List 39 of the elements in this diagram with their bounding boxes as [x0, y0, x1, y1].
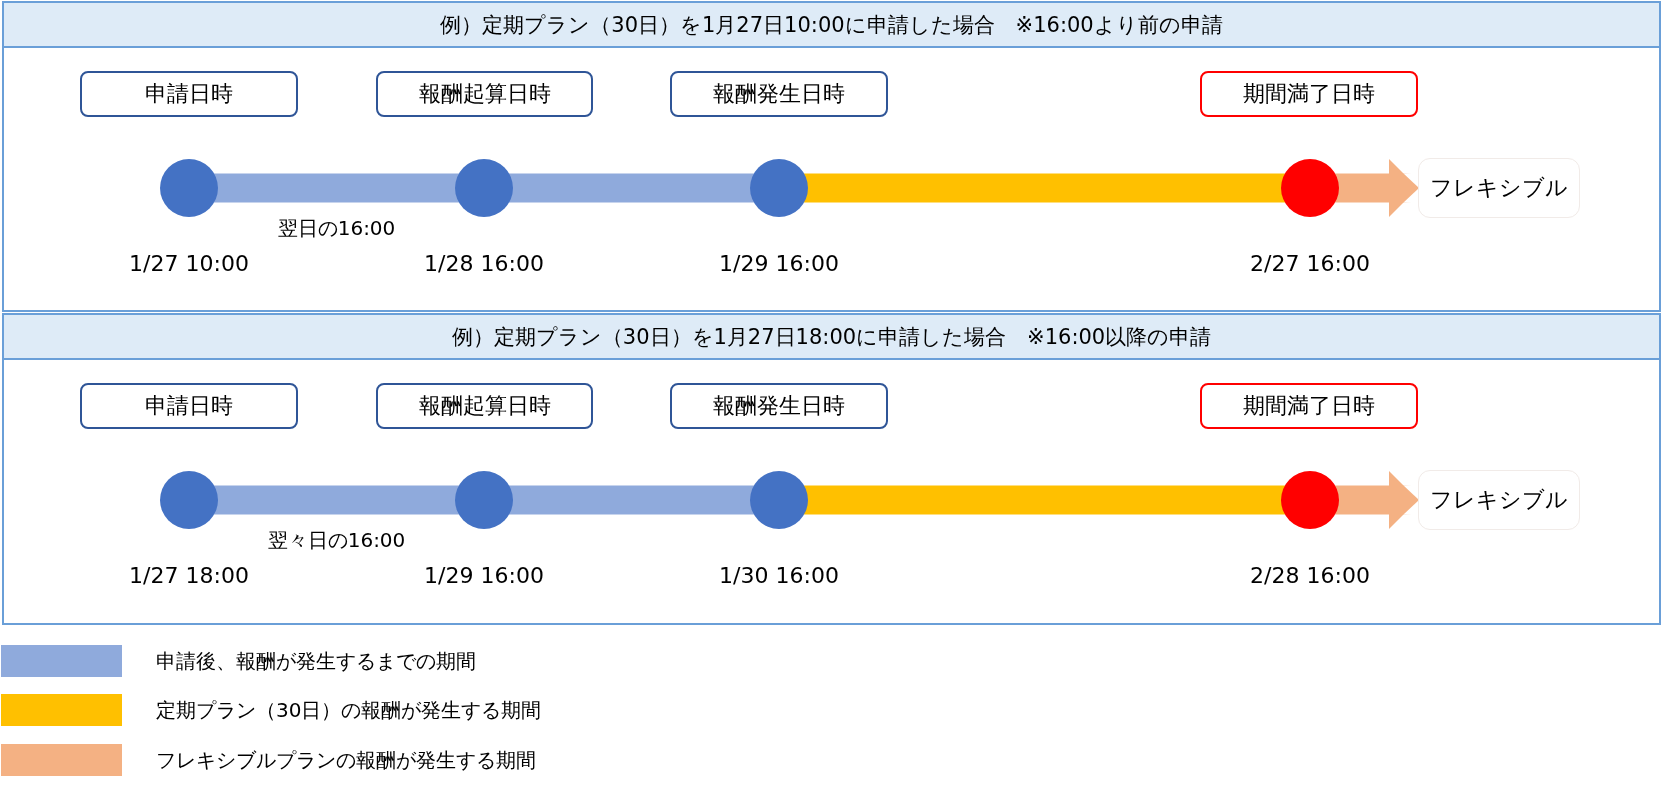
period-bar — [213, 173, 460, 203]
milestone-box: 報酬発生日時 — [670, 71, 888, 117]
panel-header: 例）定期プラン（30日）を1月27日18:00に申請した場合 ※16:00以降の申請 — [4, 315, 1659, 360]
milestone-box: 報酬起算日時 — [376, 383, 593, 429]
plan-box: フレキシブル — [1418, 470, 1580, 530]
panel-header: 例）定期プラン（30日）を1月27日10:00に申請した場合 ※16:00より前の申請 — [4, 3, 1659, 48]
milestone-dot — [160, 159, 218, 217]
milestone-dot — [1281, 159, 1339, 217]
milestone-dot — [160, 471, 218, 529]
panel-frame — [2, 313, 1661, 625]
date-time-label: 1/27 10:00 — [129, 250, 249, 278]
legend-label: 定期プラン（30日）の報酬が発生する期間 — [156, 698, 542, 722]
date-time-label: 1/30 16:00 — [719, 562, 839, 590]
milestone-dot — [1281, 471, 1339, 529]
date-time-label: 2/27 16:00 — [1250, 250, 1370, 278]
milestone-box: 申請日時 — [80, 71, 298, 117]
date-time-label: 2/28 16:00 — [1250, 562, 1370, 590]
panel-frame — [2, 1, 1661, 312]
milestone-box: 期間満了日時 — [1200, 71, 1418, 117]
date-time-label: 1/29 16:00 — [424, 562, 544, 590]
milestone-dot — [455, 159, 513, 217]
legend-label: 申請後、報酬が発生するまでの期間 — [156, 649, 476, 673]
period-bar — [508, 485, 755, 515]
period-arrow — [1334, 159, 1418, 217]
milestone-dot — [750, 471, 808, 529]
period-bar — [508, 173, 755, 203]
period-arrow — [1334, 471, 1418, 529]
milestone-box: 報酬発生日時 — [670, 383, 888, 429]
milestone-dot — [750, 159, 808, 217]
milestone-box: 申請日時 — [80, 383, 298, 429]
milestone-box: 期間満了日時 — [1200, 383, 1418, 429]
plan-box: フレキシブル — [1418, 158, 1580, 218]
period-bar — [213, 485, 460, 515]
milestone-box: 報酬起算日時 — [376, 71, 593, 117]
date-time-label: 1/29 16:00 — [719, 250, 839, 278]
milestone-dot — [455, 471, 513, 529]
date-time-label: 1/28 16:00 — [424, 250, 544, 278]
legend-label: フレキシブルプランの報酬が発生する期間 — [156, 748, 536, 772]
date-time-label: 1/27 18:00 — [129, 562, 249, 590]
